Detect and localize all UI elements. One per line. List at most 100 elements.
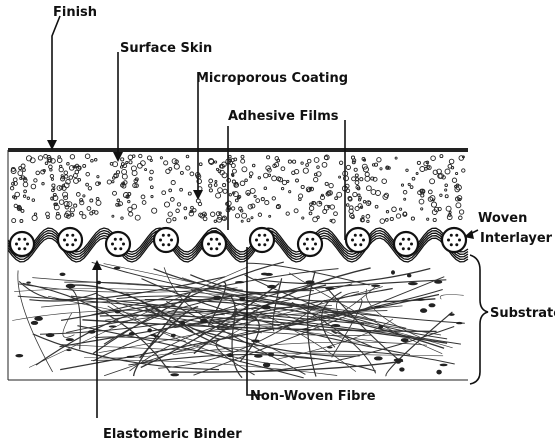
pore-dot	[23, 195, 25, 197]
elastomeric-binder-blob	[66, 284, 76, 289]
pore-dot	[190, 172, 194, 176]
yarn-filament-dot	[266, 239, 269, 242]
pore-dot	[20, 220, 23, 223]
pore-dot	[367, 186, 372, 191]
woven-yarn-circle	[298, 232, 322, 256]
pore-dot	[32, 199, 35, 202]
pore-dot	[90, 212, 93, 215]
pore-dot	[141, 195, 145, 199]
non-woven-fibre-strand	[311, 351, 455, 364]
pore-dot	[355, 181, 359, 185]
pore-dot	[142, 201, 146, 205]
pore-dot	[83, 195, 85, 197]
pore-dot	[174, 164, 179, 169]
yarn-filament-dot	[162, 234, 165, 237]
pore-dot	[367, 220, 369, 222]
pore-dot	[74, 204, 77, 207]
pore-dot	[50, 174, 53, 177]
pore-dot	[223, 189, 227, 193]
label-adhesive-films: Adhesive Films	[228, 109, 339, 124]
pore-dot	[12, 219, 16, 223]
pore-dot	[445, 184, 448, 187]
pore-dot	[52, 184, 55, 187]
pore-dot	[456, 172, 458, 174]
pore-dot	[21, 164, 25, 168]
pore-dot	[216, 193, 221, 198]
pore-dot	[421, 194, 424, 197]
pore-dot	[121, 158, 124, 161]
pore-dot	[249, 172, 253, 176]
pore-dot	[299, 194, 303, 198]
yarn-filament-dot	[303, 243, 306, 246]
pore-dot	[36, 171, 40, 175]
pore-dot	[390, 217, 393, 220]
pore-dot	[448, 164, 452, 168]
pore-dot	[53, 188, 55, 190]
pore-dot	[401, 184, 403, 186]
pore-dot	[411, 217, 414, 220]
pore-dot	[199, 163, 202, 166]
pore-dot	[240, 181, 245, 186]
pore-dot	[64, 196, 68, 200]
pore-dot	[107, 180, 111, 184]
elastomeric-binder-blob	[239, 297, 245, 301]
pore-dot	[445, 169, 450, 174]
elastomeric-binder-blob	[124, 293, 130, 295]
yarn-filament-dot	[447, 239, 450, 242]
pore-dot	[449, 211, 451, 213]
pore-dot	[433, 218, 436, 221]
elastomeric-binder-blob	[436, 370, 441, 375]
yarn-filament-dot	[114, 238, 117, 241]
pore-dot	[281, 167, 285, 171]
pore-dot	[314, 158, 319, 163]
pore-dot	[70, 208, 74, 212]
pore-dot	[445, 189, 447, 191]
elastomeric-binder-blob	[395, 359, 401, 364]
elastomeric-binder-blob	[327, 346, 333, 348]
pore-dot	[242, 213, 247, 218]
pore-dot	[287, 180, 289, 182]
pore-dot	[362, 216, 364, 218]
pore-dot	[132, 204, 137, 209]
pore-dot	[169, 167, 172, 170]
pore-dot	[427, 218, 429, 220]
yarn-filament-dot	[359, 243, 362, 246]
pore-dot	[191, 206, 194, 209]
yarn-filament-dot	[410, 243, 413, 246]
elastomeric-binder-blob	[115, 310, 121, 314]
elastomeric-binder-blob	[434, 280, 442, 283]
pore-dot	[141, 161, 146, 166]
elastomeric-binder-blob	[88, 330, 96, 334]
pore-dot	[322, 162, 327, 167]
pore-dot	[420, 167, 425, 172]
pore-dot	[49, 165, 53, 169]
pore-dot	[231, 164, 235, 168]
pore-dot	[177, 203, 180, 206]
elastomeric-binder-blob	[181, 321, 185, 326]
yarn-filament-dot	[402, 238, 405, 241]
yarn-filament-dot	[167, 234, 170, 237]
pore-dot	[395, 157, 397, 159]
pore-dot	[272, 197, 275, 200]
yarn-filament-dot	[71, 234, 74, 237]
pore-dot	[431, 156, 436, 161]
pore-dot	[385, 219, 388, 222]
yarn-filament-dot	[311, 247, 314, 250]
elastomeric-binder-blob	[154, 336, 160, 338]
elastomeric-binder-blob	[440, 364, 448, 367]
pore-dot	[258, 177, 260, 179]
pore-dot	[139, 154, 142, 157]
pore-dot	[408, 183, 410, 185]
elastomeric-binder-blob	[15, 354, 23, 357]
pore-dot	[317, 166, 320, 169]
substrate-brace	[470, 255, 488, 384]
pore-dot	[67, 163, 70, 166]
pore-dot	[309, 206, 313, 210]
pore-dot	[132, 171, 137, 176]
pore-dot	[353, 192, 357, 196]
pore-dot	[215, 161, 217, 163]
pore-dot	[90, 199, 93, 202]
pore-dot	[421, 208, 423, 210]
elastomeric-binder-blob	[302, 329, 311, 331]
pore-dot	[76, 193, 80, 197]
